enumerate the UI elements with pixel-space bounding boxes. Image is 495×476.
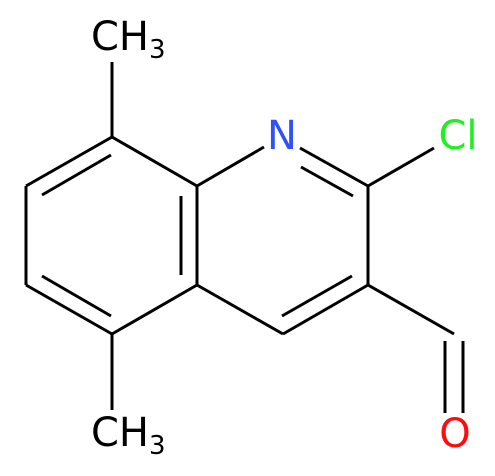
- bond-c2-cl: [367, 146, 435, 188]
- bond-c7-c8-inner: [41, 153, 112, 197]
- atom-labels: N Cl O CH3 CH3: [91, 14, 478, 461]
- bond-c4-c4a: [196, 283, 284, 336]
- methyl-top-subscript: 3: [149, 35, 166, 65]
- nitrogen-atom-label: N: [267, 113, 297, 159]
- bond-c8a-n1: [196, 145, 265, 188]
- bond-c5-c6-inner: [41, 274, 112, 318]
- methyl-bottom-main: CH: [91, 410, 149, 456]
- bond-c3-c4-inner: [281, 274, 353, 318]
- methyl-bottom-label: CH3: [91, 410, 166, 461]
- oxygen-atom-label: O: [439, 411, 470, 457]
- bond-c5-c6: [25, 283, 113, 336]
- chlorine-atom-label: Cl: [438, 113, 477, 159]
- bond-c8-c8a: [111, 135, 198, 188]
- bond-c3-cho: [367, 283, 455, 336]
- methyl-top-label: CH3: [91, 14, 166, 65]
- bond-c3-c4: [282, 283, 369, 336]
- bond-c4a-c5: [111, 283, 198, 336]
- bond-c7-c8: [25, 135, 113, 188]
- bonds: [24, 62, 465, 413]
- bond-n1-c2-inner: [300, 165, 354, 198]
- methyl-top-main: CH: [91, 14, 149, 60]
- bond-n1-c2: [299, 146, 369, 188]
- methyl-bottom-subscript: 3: [149, 431, 166, 461]
